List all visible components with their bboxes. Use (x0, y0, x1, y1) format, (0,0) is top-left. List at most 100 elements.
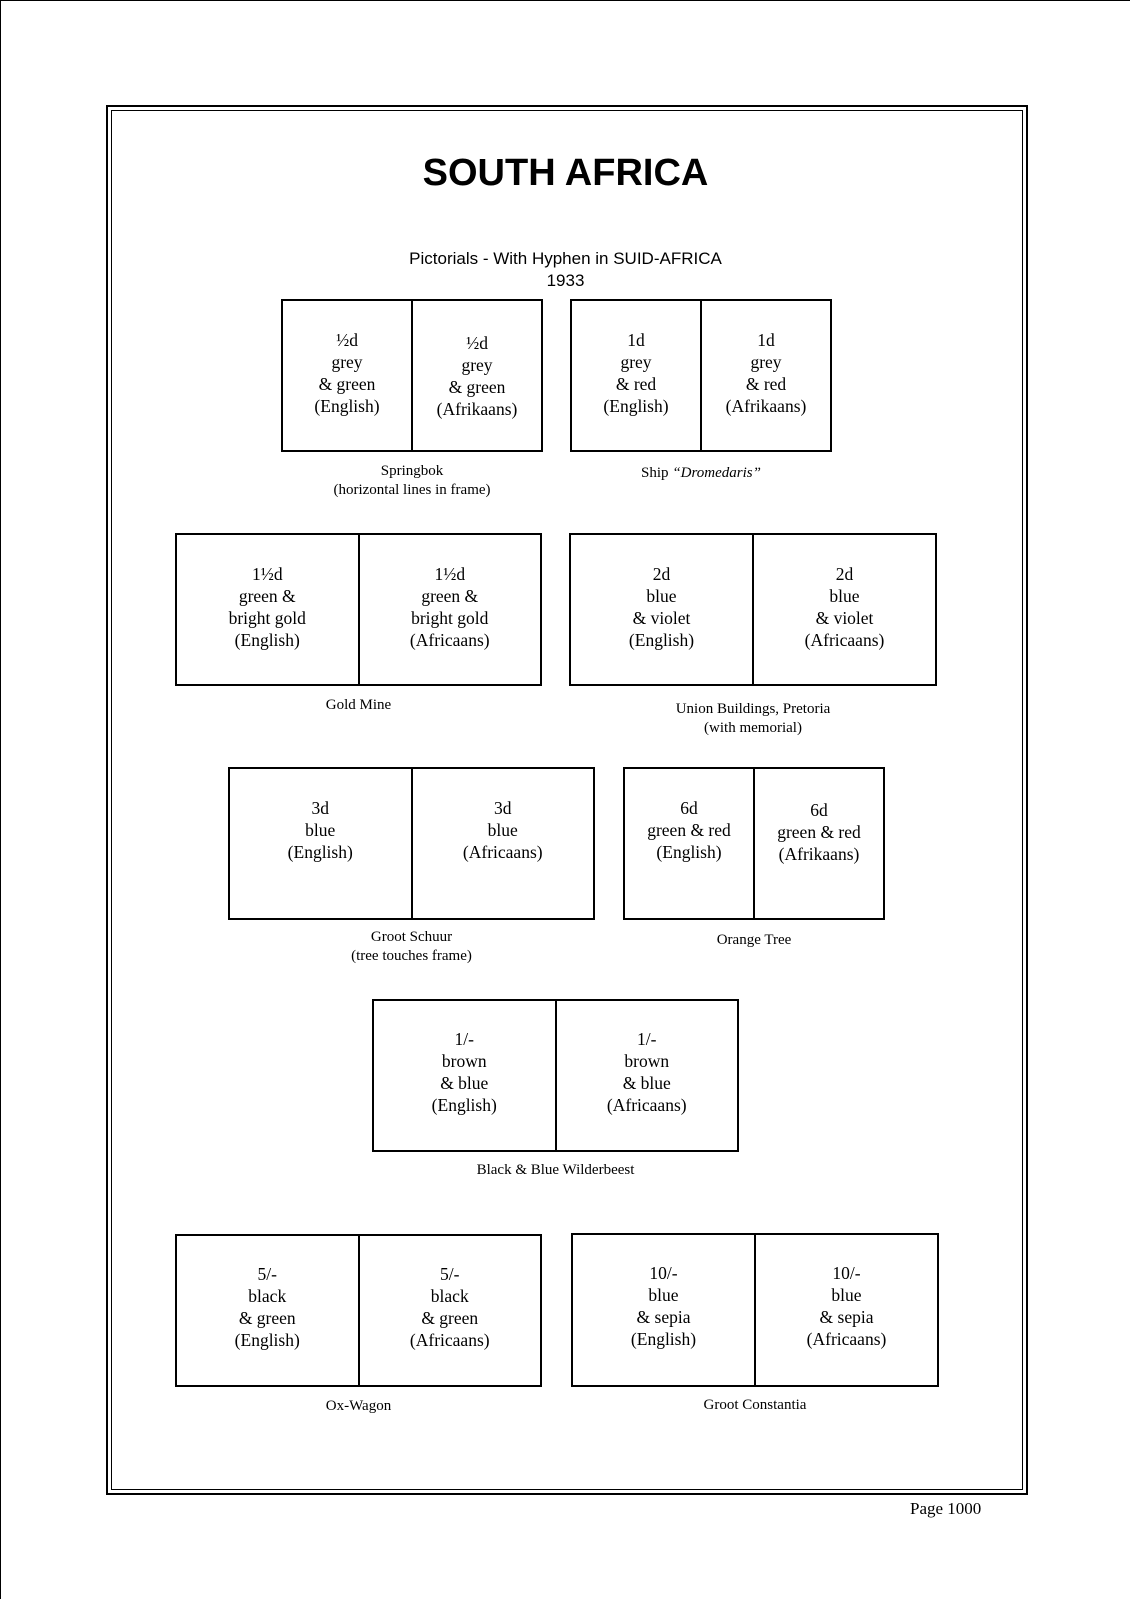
stamp-color: blue (648, 1285, 679, 1305)
stamp-pair-gold-mine: 1½d green & bright gold (English) 1½d gr… (175, 533, 542, 686)
caption-title: Black & Blue Wilderbeest (476, 1162, 635, 1178)
caption-title: Ship “Dromedaris” (570, 464, 832, 483)
stamp-color: brown (624, 1050, 670, 1071)
stamp-value: 3d (311, 797, 330, 818)
stamp-language: (Africaans) (806, 1329, 887, 1349)
stamp-pair-orange-tree: 6d green & red (English) 6d green & red … (623, 767, 885, 920)
stamp-space: ½d grey & green (Afrikaans) (411, 301, 541, 450)
stamp-space: ½d grey & green (English) (283, 301, 411, 450)
stamp-pair-union-buildings: 2d blue & violet (English) 2d blue & vio… (569, 533, 937, 686)
stamp-color: green & (238, 585, 296, 606)
stamp-language: (English) (234, 1329, 300, 1350)
stamp-color: grey (750, 351, 782, 372)
caption-text: Ship (641, 465, 669, 481)
stamp-color: & blue (622, 1072, 671, 1093)
stamp-language: (Afrikaans) (436, 398, 518, 419)
stamp-language: (English) (314, 395, 380, 416)
stamp-color: & red (615, 373, 657, 394)
stamp-caption: Union Buildings, Pretoria (with memorial… (569, 700, 937, 738)
stamp-space: 6d green & red (English) (625, 769, 753, 918)
stamp-space: 1½d green & bright gold (Africaans) (357, 535, 541, 684)
stamp-value: 3d (494, 797, 512, 818)
stamp-value: 10/- (832, 1263, 861, 1283)
album-inner-frame (111, 110, 1023, 1490)
stamp-color: & green (238, 1307, 296, 1328)
stamp-space: 2d blue & violet (English) (571, 535, 752, 684)
stamp-pair-wilderbeest: 1/- brown & blue (English) 1/- brown & b… (372, 999, 739, 1152)
stamp-color: grey (331, 351, 363, 372)
stamp-value: 1d (627, 329, 645, 350)
caption-note: (horizontal lines in frame) (333, 482, 491, 498)
stamp-space: 1d grey & red (Afrikaans) (700, 301, 830, 450)
caption-ship-name: “Dromedaris” (672, 465, 761, 481)
stamp-caption: Groot Constantia (571, 1396, 939, 1415)
stamp-space: 5/- black & green (Africaans) (357, 1236, 541, 1385)
stamp-language: (Africaans) (409, 629, 490, 650)
caption-title: Gold Mine (325, 697, 392, 713)
page-title: SOUTH AFRICA (422, 152, 709, 194)
caption-title: Orange Tree (716, 932, 792, 948)
stamp-value: ½d (466, 332, 488, 353)
stamp-color: & blue (440, 1072, 489, 1093)
stamp-language: (English) (431, 1094, 497, 1115)
stamp-color: bright gold (411, 607, 489, 628)
caption-title: Groot Constantia (703, 1397, 807, 1413)
stamp-color: green & red (777, 821, 861, 842)
stamp-value: 1/- (454, 1028, 474, 1049)
stamp-caption: Gold Mine (175, 696, 542, 715)
stamp-value: 2d (835, 563, 854, 584)
stamp-color: blue (487, 819, 518, 840)
stamp-color: green & (421, 585, 479, 606)
caption-title: Springbok (380, 463, 444, 479)
issue-year: 1933 (546, 271, 585, 290)
issue-subtitle: Pictorials - With Hyphen in SUID-AFRICA (409, 249, 722, 268)
stamp-caption: Black & Blue Wilderbeest (372, 1161, 739, 1180)
stamp-value: 1d (757, 329, 775, 350)
stamp-language: (Africaans) (606, 1094, 687, 1115)
stamp-value: 6d (680, 797, 698, 818)
caption-title: Groot Schuur (370, 929, 453, 945)
stamp-color: & sepia (636, 1307, 691, 1327)
stamp-caption: Ox-Wagon (175, 1397, 542, 1416)
stamp-color: grey (620, 351, 652, 372)
stamp-caption: Groot Schuur (tree touches frame) (228, 928, 595, 966)
album-outer-frame (106, 105, 1028, 1495)
stamp-language: (Africaans) (804, 629, 885, 650)
stamp-color: blue (305, 819, 336, 840)
stamp-color: & green (448, 376, 506, 397)
stamp-color: bright gold (228, 607, 306, 628)
caption-note: (with memorial) (704, 720, 802, 736)
stamp-caption: Springbok (horizontal lines in frame) (281, 462, 543, 500)
stamp-space: 5/- black & green (English) (177, 1236, 358, 1385)
stamp-value: 2d (652, 563, 671, 584)
stamp-language: (Africaans) (462, 841, 543, 862)
stamp-pair-groot-schuur: 3d blue (English) 3d blue (Africaans) (228, 767, 595, 920)
stamp-color: green & red (647, 819, 731, 840)
stamp-color: grey (461, 354, 493, 375)
stamp-value: ½d (336, 329, 358, 350)
stamp-value: 1½d (251, 563, 283, 584)
stamp-space: 1/- brown & blue (English) (374, 1001, 555, 1150)
stamp-pair-groot-constantia: 10/- blue & sepia (English) 10/- blue & … (571, 1233, 939, 1387)
stamp-color: blue (829, 585, 860, 606)
stamp-space: 10/- blue & sepia (English) (573, 1235, 754, 1385)
stamp-language: (Afrikaans) (725, 395, 807, 416)
stamp-value: 5/- (440, 1263, 460, 1284)
stamp-value: 5/- (257, 1263, 277, 1284)
stamp-language: (Afrikaans) (778, 843, 860, 864)
stamp-space: 1½d green & bright gold (English) (177, 535, 358, 684)
stamp-space: 3d blue (English) (230, 769, 411, 918)
stamp-caption: Ship “Dromedaris” (570, 464, 832, 483)
stamp-value: 1½d (434, 563, 466, 584)
stamp-color: & violet (632, 607, 691, 628)
stamp-language: (English) (234, 629, 300, 650)
stamp-space: 2d blue & violet (Africaans) (752, 535, 935, 684)
stamp-color: blue (831, 1285, 862, 1305)
stamp-color: & violet (815, 607, 874, 628)
caption-note: (tree touches frame) (351, 948, 472, 964)
stamp-color: blue (646, 585, 677, 606)
stamp-language: (English) (628, 629, 695, 650)
stamp-color: & green (318, 373, 376, 394)
stamp-space: 1d grey & red (English) (572, 301, 700, 450)
